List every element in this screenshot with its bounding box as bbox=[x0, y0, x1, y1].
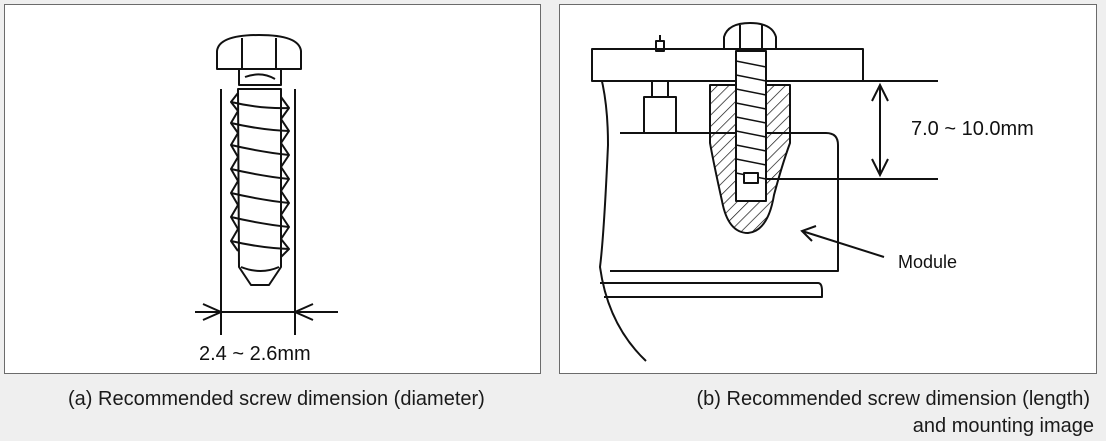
caption-diameter: (a) Recommended screw dimension (diamete… bbox=[68, 388, 485, 410]
diameter-dimension-lines bbox=[195, 89, 338, 335]
panel-screw-length-mounting: 7.0 ~ 10.0mm Module bbox=[559, 4, 1097, 374]
panel-screw-diameter: 2.4 ~ 2.6mm bbox=[4, 4, 541, 374]
length-dimension-lines bbox=[766, 80, 938, 180]
screw-illustration bbox=[216, 34, 302, 286]
screw-diameter-drawing: 2.4 ~ 2.6mm bbox=[195, 34, 338, 365]
module-label: Module bbox=[898, 252, 957, 272]
length-dimension-label: 7.0 ~ 10.0mm bbox=[911, 118, 1034, 140]
diameter-dimension-label: 2.4 ~ 2.6mm bbox=[199, 343, 311, 365]
screw-mounting-drawing: 7.0 ~ 10.0mm Module bbox=[591, 22, 1034, 362]
module-pointer-arrow bbox=[800, 225, 885, 258]
mounting-illustration bbox=[591, 22, 864, 362]
caption-length-line1: (b) Recommended screw dimension (length) bbox=[696, 388, 1091, 410]
caption-length-line2: and mounting image bbox=[912, 415, 1094, 437]
